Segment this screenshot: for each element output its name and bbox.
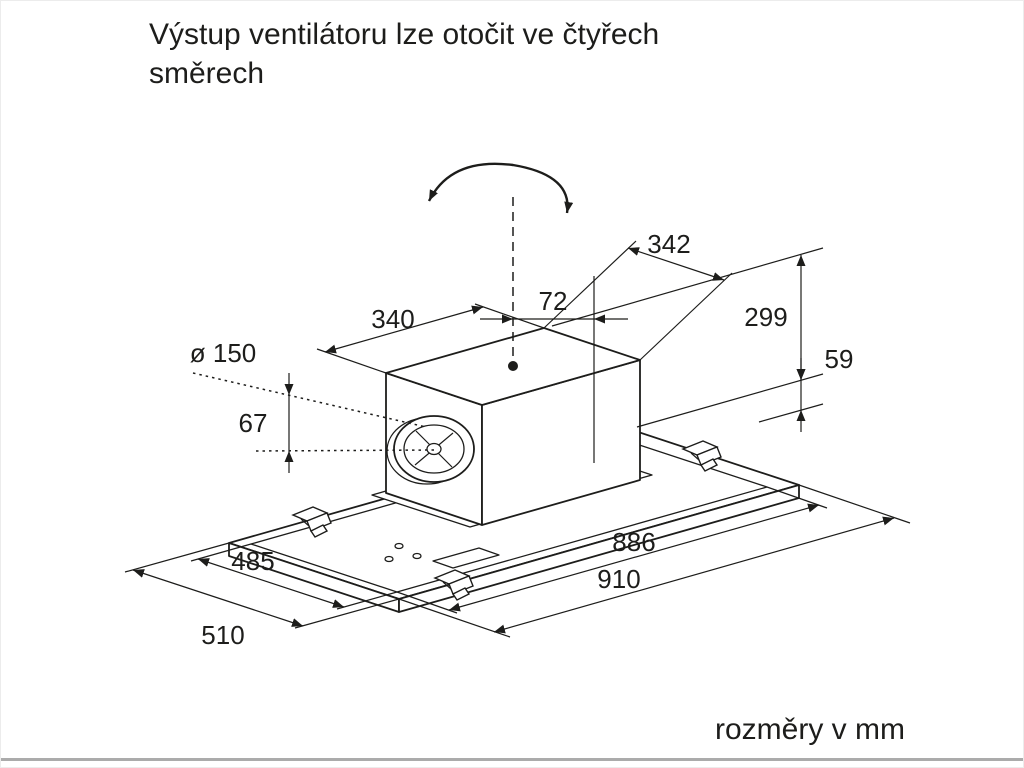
dim-label-485: 485: [231, 546, 274, 576]
dimension-59: 59: [758, 344, 854, 432]
fan-hub: [426, 442, 442, 456]
dimension-910: 910: [398, 484, 911, 638]
dim-label-67: 67: [239, 408, 268, 438]
rotation-arrow-icon: [427, 162, 574, 214]
dim-label-340: 340: [371, 304, 414, 334]
title-line-1: Výstup ventilátoru lze otočit ve čtyřech: [149, 18, 660, 51]
air-outlet-duct: [386, 415, 475, 485]
panel-hole: [394, 542, 404, 550]
dim-label-72: 72: [539, 286, 568, 316]
dimension-342: 342: [543, 229, 733, 361]
dimension-340: 340: [316, 303, 545, 374]
dimension-299: 299: [551, 247, 824, 428]
panel-hole: [384, 555, 394, 563]
dimension-diameter-150: ø 150: [190, 338, 427, 428]
fan-box: [371, 327, 653, 528]
units-note: rozměry v mm: [715, 713, 905, 746]
page-title: Výstup ventilátoru lze otočit ve čtyřech…: [149, 15, 659, 93]
dim-label-910: 910: [597, 564, 640, 594]
dim-label-59: 59: [825, 344, 854, 374]
axis-point: [508, 361, 518, 371]
title-line-2: směrech: [149, 57, 265, 90]
dim-label-150: ø 150: [190, 338, 257, 368]
dim-label-510: 510: [201, 620, 244, 650]
panel-hole: [412, 552, 422, 560]
bottom-divider: [1, 758, 1023, 761]
dimension-510: 510: [124, 542, 400, 650]
dim-label-299: 299: [744, 302, 787, 332]
dimension-72: 72: [480, 276, 628, 463]
dim-label-886: 886: [612, 527, 655, 557]
dim-label-342: 342: [647, 229, 690, 259]
dimension-67: 67: [239, 373, 435, 473]
